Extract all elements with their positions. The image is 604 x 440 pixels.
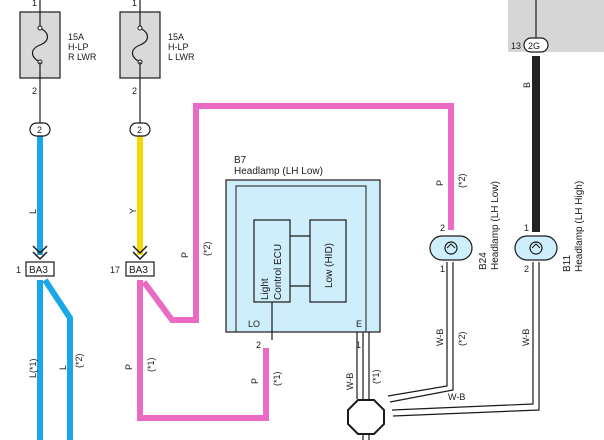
wire-label-p-loop: P xyxy=(180,252,190,258)
fuse-2: 1 2 15A H-LP L LWR xyxy=(119,0,195,124)
headlamp-b24: 2 1 B24 Headlamp (LH Low) xyxy=(429,181,501,274)
wire-label-b: B xyxy=(522,82,532,88)
pin-e-number: 1 xyxy=(356,340,361,350)
fuse-1-pin-top: 1 xyxy=(32,0,37,8)
headlamp-b24-body xyxy=(429,235,473,261)
chevron-down-icon xyxy=(132,245,148,255)
fuse-1-location: R LWR xyxy=(68,52,97,62)
ecu-label-line2: Control ECU xyxy=(273,244,284,300)
wire-label-l-top: L xyxy=(28,209,38,214)
ground-point-icon xyxy=(347,399,385,435)
fuse-1: 1 2 15A H-LP R LWR xyxy=(19,0,97,124)
connector-ba3-left: BA3 1 xyxy=(16,245,55,277)
bulb-icon xyxy=(529,241,543,255)
headlamp-b11-body xyxy=(514,235,558,261)
bulb-icon xyxy=(444,241,458,255)
wire-label-p-bottom: P xyxy=(250,378,260,384)
low-hid-lamp xyxy=(309,219,347,303)
headlamp-b7-id: B7 xyxy=(234,155,247,166)
fuse-2-pin-bottom: 2 xyxy=(132,86,137,96)
headlamp-b24-id: B24 xyxy=(478,252,489,270)
wire-label-wb-e-note: (*1) xyxy=(371,369,381,384)
wire-p-loop xyxy=(141,103,454,323)
chevron-down-icon xyxy=(32,251,48,261)
headlamp-b7-name: Headlamp (LH Low) xyxy=(234,166,323,177)
headlamp-b7-body xyxy=(225,179,381,333)
wire-label-l2-note: (*2) xyxy=(74,353,84,368)
wire-label-wb-mid-note: (*2) xyxy=(457,331,467,346)
ecu-label-line1: Light xyxy=(260,278,271,300)
fuse-2-rating: 15A xyxy=(168,32,184,42)
relay-block-body xyxy=(508,0,604,52)
pin-lo-number: 2 xyxy=(256,340,261,350)
connector-ba3-left-code: BA3 xyxy=(29,265,48,276)
wire-label-l1: L(*1) xyxy=(28,358,38,378)
connector-2-right xyxy=(129,122,151,137)
fuse-2-pin-top: 1 xyxy=(132,0,137,8)
fuse-element-icon xyxy=(131,27,149,63)
connector-ba3-right-box xyxy=(125,261,155,277)
chevron-down-icon xyxy=(32,245,48,255)
wire-p-lower xyxy=(137,280,269,421)
hid-label: Low (HID) xyxy=(324,243,335,288)
connector-2-left-label: 2 xyxy=(37,125,42,135)
headlamp-b24-name: Headlamp (LH Low) xyxy=(490,181,501,270)
headlamp-b11-name: Headlamp (LH High) xyxy=(574,181,585,272)
relay-connector-2g xyxy=(523,37,549,53)
fuse-element-icon xyxy=(31,27,49,63)
connector-ba3-left-pin: 1 xyxy=(16,265,21,275)
headlamp-b11: 1 2 B11 Headlamp (LH High) xyxy=(514,181,585,274)
headlamp-b24-pin-bottom: 1 xyxy=(440,264,445,274)
connector-ba3-left-box xyxy=(25,261,55,277)
wire-label-wb-mid: W-B xyxy=(435,329,445,346)
headlamp-b11-pin-top: 1 xyxy=(524,223,529,233)
wire-label-p-left: P xyxy=(124,364,134,370)
wire-label-wb-right: W-B xyxy=(521,329,531,346)
wire-label-p-bottom-note: (*1) xyxy=(272,371,282,386)
wire-label-l2: L xyxy=(58,365,68,370)
relay-connector-code: 2G xyxy=(528,41,540,51)
connector-2-right-label: 2 xyxy=(137,125,142,135)
fuse-1-rating: 15A xyxy=(68,32,84,42)
headlamp-b24-pin-top: 2 xyxy=(440,223,445,233)
fuse-1-pin-bottom: 2 xyxy=(32,86,37,96)
pin-lo-label: LO xyxy=(248,319,260,329)
relay-connector-pin: 13 xyxy=(511,41,521,51)
wire-label-p-loop-note: (*2) xyxy=(202,241,212,256)
connector-ba3-right-code: BA3 xyxy=(129,265,148,276)
fuse-2-circuit: H-LP xyxy=(168,42,189,52)
fuse-1-circuit: H-LP xyxy=(68,42,89,52)
wire-label-p-upper-note: (*2) xyxy=(457,173,467,188)
wire-l-branch-2 xyxy=(42,278,73,440)
headlamp-b7: B7 Headlamp (LH Low) Light Control ECU L… xyxy=(225,155,381,350)
headlamp-b11-id: B11 xyxy=(562,255,573,272)
wire-label-wb-bottom: W-B xyxy=(448,392,465,402)
chevron-down-icon xyxy=(132,251,148,261)
headlamp-b11-pin-bottom: 2 xyxy=(524,264,529,274)
relay-block: 2G 13 xyxy=(508,0,604,53)
connector-ba3-right: BA3 17 xyxy=(110,245,155,277)
pin-e-label: E xyxy=(356,319,362,329)
connector-2-left xyxy=(29,122,51,137)
wire-label-y: Y xyxy=(128,208,138,214)
light-control-ecu xyxy=(253,219,291,303)
wire-label-p-upper: P xyxy=(435,180,445,186)
fuse-2-location: L LWR xyxy=(168,52,195,62)
connector-ba3-right-pin: 17 xyxy=(110,265,120,275)
wire-label-p-left-note: (*1) xyxy=(146,357,156,372)
wire-label-wb-e: W-B xyxy=(345,373,355,390)
